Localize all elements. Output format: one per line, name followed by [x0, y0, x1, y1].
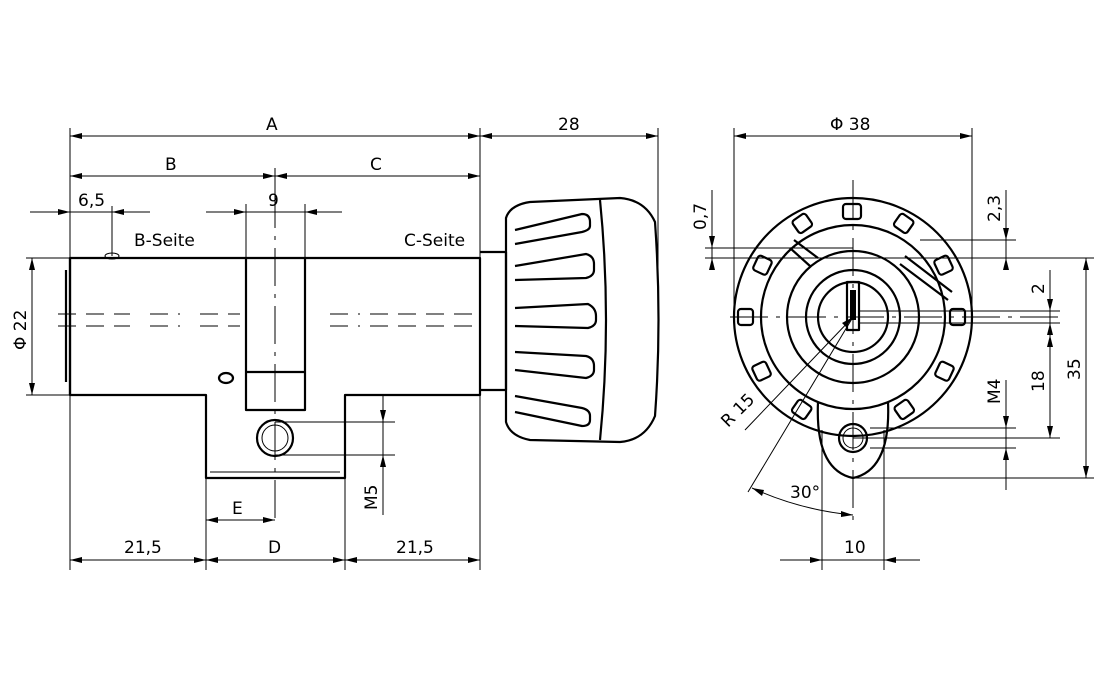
label-dia-38: Φ 38 — [830, 115, 870, 135]
label-m4: M4 — [985, 379, 1005, 404]
label-0-7: 0,7 — [691, 203, 711, 230]
label-28: 28 — [558, 115, 580, 135]
knob-face — [598, 199, 608, 441]
angle-leg — [747, 316, 854, 493]
label-E: E — [232, 499, 243, 519]
label-9: 9 — [268, 191, 279, 211]
label-C: C — [370, 155, 382, 175]
label-21-5-right: 21,5 — [396, 538, 434, 558]
label-D: D — [268, 538, 281, 558]
knob-collar — [480, 250, 508, 392]
front-view: Φ 38 0,7 2,3 2 18 35 M4 — [691, 115, 1094, 570]
dim-line-r15 — [744, 316, 854, 431]
label-m5: M5 — [362, 485, 382, 510]
label-21-5-left: 21,5 — [124, 538, 162, 558]
label-30-deg: 30° — [790, 483, 820, 503]
label-c-seite: C-Seite — [404, 231, 465, 251]
small-pin — [217, 371, 235, 385]
label-35: 35 — [1065, 358, 1085, 380]
ring-slot — [789, 239, 953, 301]
label-dia-22: Φ 22 — [11, 310, 31, 350]
label-2: 2 — [1029, 283, 1049, 294]
label-A: A — [266, 115, 278, 135]
label-2-3: 2,3 — [985, 195, 1005, 222]
label-b-seite: B-Seite — [134, 231, 195, 251]
label-6-5: 6,5 — [78, 191, 105, 211]
label-B: B — [165, 155, 177, 175]
label-18: 18 — [1029, 370, 1049, 392]
label-r15: R 15 — [717, 390, 759, 432]
knob-grooves — [514, 212, 598, 428]
side-view: A 28 B C 6,5 9 B-Seite C-Seite Φ 22 — [11, 115, 660, 570]
knob-outline — [504, 196, 660, 444]
label-10: 10 — [844, 538, 866, 558]
